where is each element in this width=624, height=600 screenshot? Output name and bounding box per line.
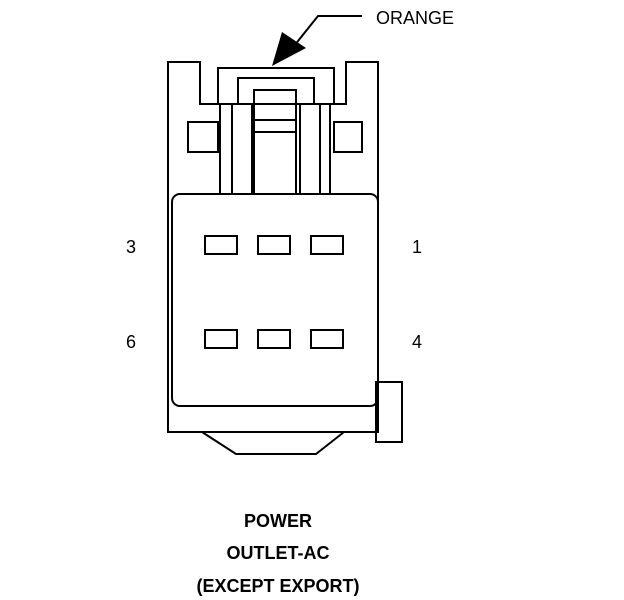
- left-lug: [187, 121, 219, 153]
- cavity-pin-6: [204, 329, 238, 349]
- cavity-pin-2: [257, 235, 291, 255]
- cavity-pin-1: [310, 235, 344, 255]
- pin-label-3: 3: [125, 237, 136, 257]
- pin-label-1: 1: [411, 237, 422, 257]
- center-tab: [253, 89, 297, 197]
- pin-label-6: 6: [125, 332, 136, 352]
- connector-face: [171, 193, 379, 407]
- callout-arrow-icon: [272, 32, 306, 66]
- cavity-pin-4: [310, 329, 344, 349]
- caption-line-2: OUTLET-AC: [226, 543, 330, 563]
- cavity-pin-5: [257, 329, 291, 349]
- color-callout-label: ORANGE: [376, 8, 455, 28]
- bottom-key: [201, 431, 345, 455]
- cavity-pin-3: [204, 235, 238, 255]
- right-lug: [333, 121, 363, 153]
- caption-line-1: POWER: [243, 511, 312, 531]
- pin-cavities: [204, 235, 344, 349]
- latch-frame: [217, 67, 335, 105]
- caption-line-3: (EXCEPT EXPORT): [196, 576, 360, 596]
- pin-label-4: 4: [411, 332, 422, 352]
- side-tab: [375, 381, 403, 443]
- latch-slot: [237, 77, 315, 105]
- callout-leader: [293, 15, 362, 47]
